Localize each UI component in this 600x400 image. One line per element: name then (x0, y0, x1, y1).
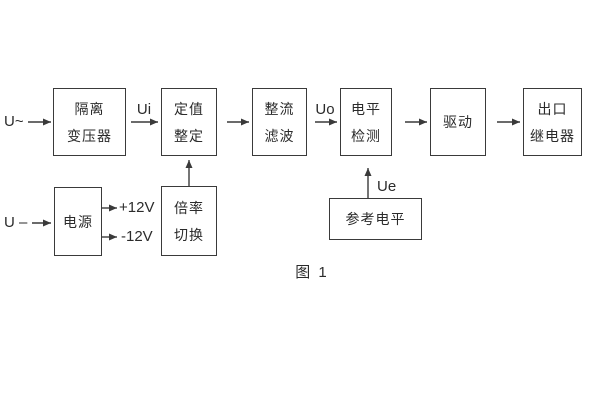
block-isolation-transformer: 隔离 变压器 (53, 88, 126, 156)
signal-label-ui: Ui (136, 101, 152, 118)
figure-caption: 图 1 (295, 264, 329, 281)
block-label: 定值 (174, 100, 204, 117)
block-label: 参考电平 (345, 211, 406, 227)
signal-label-u-ac: U~ (4, 113, 24, 130)
block-label: 出口 (537, 100, 568, 117)
signal-label-u-dc: U – (4, 214, 28, 231)
signal-label-ue: Ue (377, 178, 397, 195)
block-label: 隔离 (74, 100, 105, 117)
block-label: 倍率 (174, 199, 204, 216)
block-label: 继电器 (530, 127, 575, 144)
block-label: 电源 (63, 213, 93, 230)
signal-label-plus-12v: +12V (119, 199, 155, 216)
block-label: 驱动 (443, 114, 473, 130)
block-label: 整定 (174, 127, 204, 144)
block-output-relay: 出口 继电器 (523, 88, 582, 156)
block-label: 切换 (174, 226, 204, 243)
block-label: 整流 (264, 100, 295, 117)
block-label: 滤波 (264, 127, 295, 144)
block-label: 检测 (351, 127, 381, 144)
block-ratio-switch: 倍率 切换 (161, 186, 217, 256)
block-label: 电平 (351, 100, 381, 117)
signal-label-uo: Uo (315, 101, 335, 118)
block-setting-adjustment: 定值 整定 (161, 88, 217, 156)
block-drive: 驱动 (430, 88, 486, 156)
signal-label-minus-12v: -12V (121, 228, 153, 245)
block-rectify-filter: 整流 滤波 (252, 88, 307, 156)
block-level-detection: 电平 检测 (340, 88, 392, 156)
block-reference-level: 参考电平 (329, 198, 422, 240)
block-power-supply: 电源 (54, 187, 102, 256)
block-label: 变压器 (67, 127, 112, 144)
